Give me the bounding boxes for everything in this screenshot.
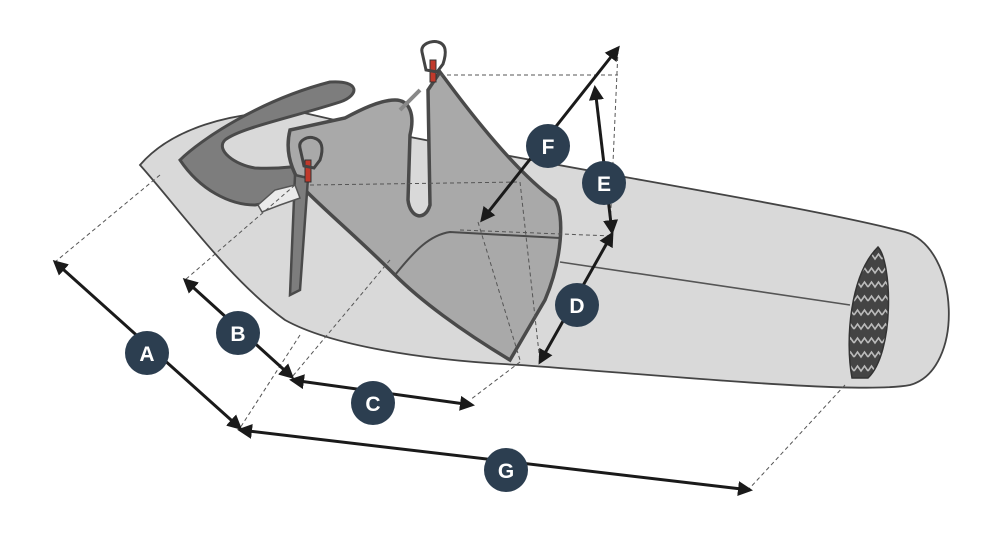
badge-g: G xyxy=(484,448,528,492)
badge-e: E xyxy=(582,161,626,205)
badge-e-label: E xyxy=(597,173,611,196)
carabiner-right-icon xyxy=(420,40,447,74)
pod-rear-opening xyxy=(848,245,890,379)
badge-f-label: F xyxy=(542,136,555,159)
carabiner-strap-left xyxy=(304,159,312,183)
badge-d: D xyxy=(555,283,599,327)
side-buckle-icon xyxy=(257,184,301,213)
left-shoulder-strap xyxy=(288,173,310,298)
badge-d-label: D xyxy=(569,295,584,318)
badge-b-label: B xyxy=(230,323,245,346)
badge-c-label: C xyxy=(365,393,380,416)
carabiner-left-icon xyxy=(298,136,324,170)
speedbar-link xyxy=(398,88,422,112)
badge-a-label: A xyxy=(139,343,154,366)
badge-f: F xyxy=(526,124,570,168)
badge-b: B xyxy=(216,311,260,355)
badge-g-label: G xyxy=(498,460,514,483)
seat-fold xyxy=(394,230,561,276)
badge-a: A xyxy=(125,331,169,375)
badge-c: C xyxy=(351,381,395,425)
